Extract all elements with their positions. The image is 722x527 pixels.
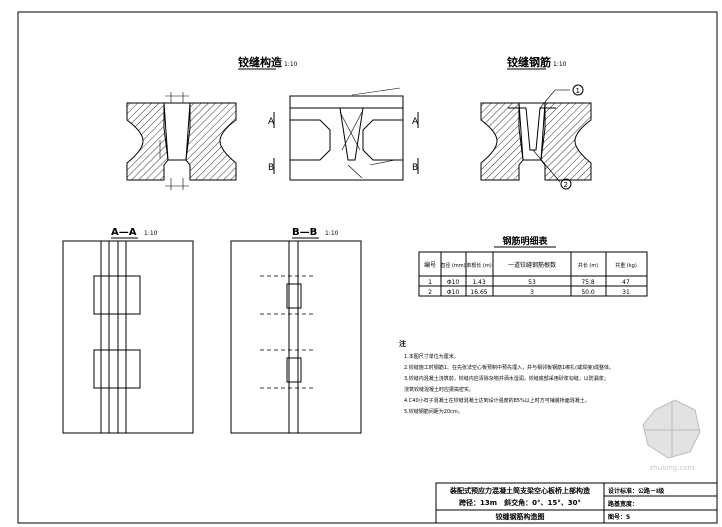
table-row-1-col-0: 1: [428, 279, 432, 286]
watermark: zhulong.com: [642, 399, 701, 472]
table-row-1-col-1: Φ10: [447, 279, 460, 286]
section-mark-b-left: B: [268, 163, 274, 173]
title-drawing-name: 铰缝钢筋构造图: [495, 512, 545, 521]
table-row-2-col-3: 3: [530, 289, 534, 296]
section-bb-scale: 1:10: [325, 230, 339, 237]
title-project-line1: 装配式预应力混凝土简支梁空心板桥上部构造: [449, 486, 591, 495]
section-aa-title: A—A: [111, 227, 137, 238]
left-slab: [126, 102, 169, 181]
joint-structure-view: 铰缝构造 1:10: [126, 55, 298, 190]
table-row-2-col-4: 50.0: [581, 289, 595, 296]
table-row-1-col-5: 47: [622, 279, 630, 286]
section-aa-scale: 1:10: [144, 230, 158, 237]
deck-pavement: [289, 95, 404, 109]
notes: 注 1.本图尺寸单位为厘米。 2.铰缝施工时钢筋1、在先张法空心板预制中预先埋入…: [399, 339, 614, 415]
table-row-2-col-0: 2: [428, 289, 432, 296]
note-4: 4.C40小石子混凝土在铰缝混凝土达到设计强度的85%以上时方可铺装桥面混凝土。: [404, 397, 590, 404]
table-row-2-col-1: Φ10: [447, 289, 460, 296]
section-bb-title: B—B: [292, 227, 317, 238]
section-mark-a-left: A: [268, 117, 275, 127]
note-2: 2.铰缝施工时钢筋1、在先张法空心板预制中预先埋入，并与相邻板钢筋1绑扎(或焊接…: [404, 364, 614, 371]
watermark-text: zhulong.com: [650, 464, 695, 472]
section-aa-view: A—A 1:10: [62, 227, 194, 434]
bar-mark-2: [560, 178, 572, 190]
note-1: 1.本图尺寸单位为厘米。: [404, 353, 459, 360]
table-title: 钢筋明细表: [502, 235, 548, 247]
table-header-2: 单根长 (m): [466, 262, 491, 269]
joint-rebar-title: 铰缝钢筋: [507, 55, 551, 69]
bar-mark-1: [572, 84, 584, 96]
table-header-4: 共长 (m): [578, 262, 598, 269]
title-right-bot: 图号：5: [608, 513, 630, 521]
title-right-top: 设计标准：公路－Ⅰ级: [608, 487, 664, 495]
note-3: 3.铰缝内混凝土浇筑前，铰缝内应清除杂物并洒水湿润，铰缝底部采用砂浆勾缝，以防漏…: [404, 375, 609, 382]
table-header-0: 编号: [424, 261, 436, 269]
joint-rebar-view: 铰缝钢筋 1:10 1 2: [480, 55, 592, 190]
joint-structure-title: 铰缝构造: [238, 55, 283, 69]
right-slab: [185, 102, 237, 181]
bar-mark-2-label: 2: [564, 181, 568, 189]
joint-rebar-scale: 1:10: [553, 61, 567, 68]
joint-structure-scale: 1:10: [284, 61, 298, 68]
note-3b: 浇筑铰缝混凝土时应振捣密实。: [404, 386, 474, 393]
title-project-line2: 跨径：13m 斜交角：0°、15°、30°: [459, 498, 581, 507]
table-header-5: 共重 (kg): [615, 262, 637, 269]
table-header-3: 一道铰缝钢筋根数: [508, 261, 556, 269]
table-row-1-col-4: 75.8: [581, 279, 595, 286]
section-mark-b-right: B: [412, 163, 418, 173]
table-row-1-col-2: 1.43: [472, 279, 486, 286]
title-block: 装配式预应力混凝土简支梁空心板桥上部构造 跨径：13m 斜交角：0°、15°、3…: [435, 482, 718, 524]
table-header-1: 直径 (mm): [440, 262, 465, 269]
bar-mark-1-label: 1: [576, 87, 580, 95]
section-bb-view: B—B 1:10: [230, 227, 362, 434]
note-5: 5.铰缝钢筋间距为20cm。: [404, 408, 463, 415]
section-mark-a-right: A: [412, 117, 419, 127]
notes-heading: 注: [399, 339, 406, 348]
table-row-2-col-2: 16.65: [470, 289, 487, 296]
sheet-border: [17, 11, 718, 524]
material-table: 钢筋明细表 编号 直径 (mm) 单根长 (m) 一道铰缝钢筋根数 共长 (m)…: [418, 235, 648, 297]
table-row-2-col-5: 31: [622, 289, 630, 296]
joint-fill: [163, 102, 191, 161]
joint-elevation-view: A B A B: [268, 87, 419, 181]
table-row-1-col-3: 53: [528, 279, 536, 286]
title-right-mid: 路基宽度：: [608, 500, 638, 508]
